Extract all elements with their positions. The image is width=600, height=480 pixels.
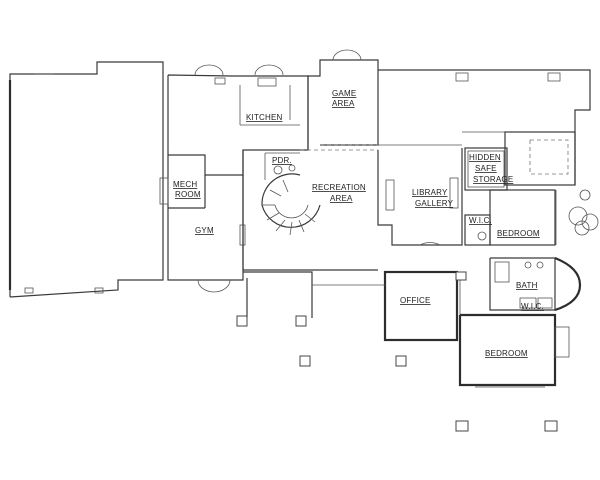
library-gallery: [377, 148, 463, 246]
room-label-game-area-2: AREA: [332, 99, 355, 108]
room-label-bedroom-1: BEDROOM: [497, 229, 540, 238]
room-label-wic-1: W.I.C.: [469, 216, 492, 225]
room-label-hidden-2: SAFE: [475, 164, 497, 173]
room-label-library-1: LIBRARY: [412, 188, 448, 197]
room-label-recreation-1: RECREATION: [312, 183, 366, 192]
room-label-bedroom-2: BEDROOM: [485, 349, 528, 358]
room-label-mech-2: ROOM: [175, 190, 201, 199]
room-label-wic-2: W.I.C.: [521, 302, 544, 311]
landscape-shrubs: [568, 189, 599, 236]
room-label-game-area-1: GAME: [332, 89, 356, 98]
upper-bedroom-suite: [464, 189, 557, 246]
room-label-pdr: PDR.: [272, 156, 292, 165]
room-label-hidden-1: HIDDEN: [469, 153, 501, 162]
hidden-storage: [464, 147, 508, 191]
skylight-square: [504, 131, 576, 186]
bath-area: [489, 256, 582, 312]
room-label-mech-1: MECH: [173, 180, 197, 189]
room-label-kitchen: KITCHEN: [246, 113, 283, 122]
lower-walkway: [236, 271, 558, 432]
room-label-gym: GYM: [195, 226, 214, 235]
room-label-recreation-2: AREA: [330, 194, 353, 203]
room-label-office: OFFICE: [400, 296, 431, 305]
office-room: [383, 270, 461, 342]
recreation-area: [242, 149, 378, 271]
room-label-library-2: GALLERY: [415, 199, 454, 208]
garage-outline: [8, 61, 164, 298]
room-label-bath: BATH: [516, 281, 538, 290]
room-label-hidden-3: STORAGE: [473, 175, 513, 184]
lower-bedroom: [458, 313, 570, 388]
